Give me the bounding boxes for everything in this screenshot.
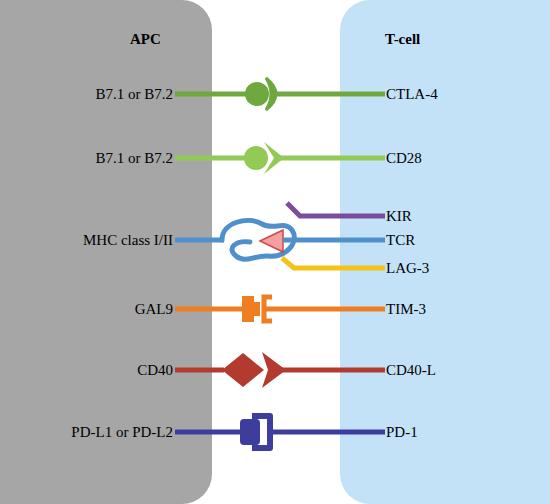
molecule-label: CD40 <box>137 362 173 379</box>
receptor-stem <box>282 368 385 373</box>
molecule-label: TCR <box>386 232 415 249</box>
molecule-label: CTLA-4 <box>386 86 438 103</box>
ligand-stem <box>175 92 250 97</box>
molecule-label: CD28 <box>386 150 422 167</box>
mhc-loop <box>222 221 294 260</box>
ligand-block <box>240 419 260 445</box>
receptor-stem <box>280 156 385 161</box>
receptor-stem <box>270 430 385 435</box>
mhc-stem <box>175 238 224 243</box>
molecule-label: LAG-3 <box>386 260 429 277</box>
lag3-stem <box>282 258 385 268</box>
molecule-label: KIR <box>386 208 412 225</box>
receptor-stem <box>266 307 385 312</box>
molecule-label: MHC class I/II <box>83 232 173 249</box>
molecule-label: PD-L1 or PD-L2 <box>71 424 173 441</box>
mhc-complex <box>175 203 385 268</box>
cd40-pair <box>175 352 385 388</box>
receptor-chevron <box>264 142 284 174</box>
cd28-pair <box>175 142 385 174</box>
peptide-triangle <box>260 230 283 252</box>
molecule-label: CD40-L <box>386 362 436 379</box>
receptor-chevron <box>262 352 286 388</box>
molecule-label: B7.1 or B7.2 <box>95 150 173 167</box>
pd1-pair <box>175 416 385 448</box>
gal9-pair <box>175 296 385 322</box>
molecule-label: PD-1 <box>386 424 418 441</box>
molecule-label: TIM-3 <box>386 301 426 318</box>
kir-stem <box>287 203 385 216</box>
tcell-panel: T-cell <box>340 0 550 504</box>
ctla4-pair <box>175 78 385 110</box>
receptor-bracket <box>264 297 272 321</box>
receptor-stem <box>276 92 385 97</box>
tcr-stem <box>283 238 385 243</box>
ligand-stem <box>175 156 248 161</box>
cell-title: APC <box>130 31 161 48</box>
molecule-label: B7.1 or B7.2 <box>95 86 173 103</box>
molecule-label: GAL9 <box>135 301 173 318</box>
receptor-bracket <box>252 416 270 448</box>
ligand-head <box>245 82 269 106</box>
ligand-stem <box>175 307 242 312</box>
receptor-cup <box>266 78 276 110</box>
ligand-diamond <box>222 353 264 387</box>
ligand-head <box>244 146 268 170</box>
ligand-cross <box>242 296 260 322</box>
ligand-stem <box>175 368 224 373</box>
cell-title: T-cell <box>385 31 420 48</box>
ligand-stem <box>175 430 242 435</box>
